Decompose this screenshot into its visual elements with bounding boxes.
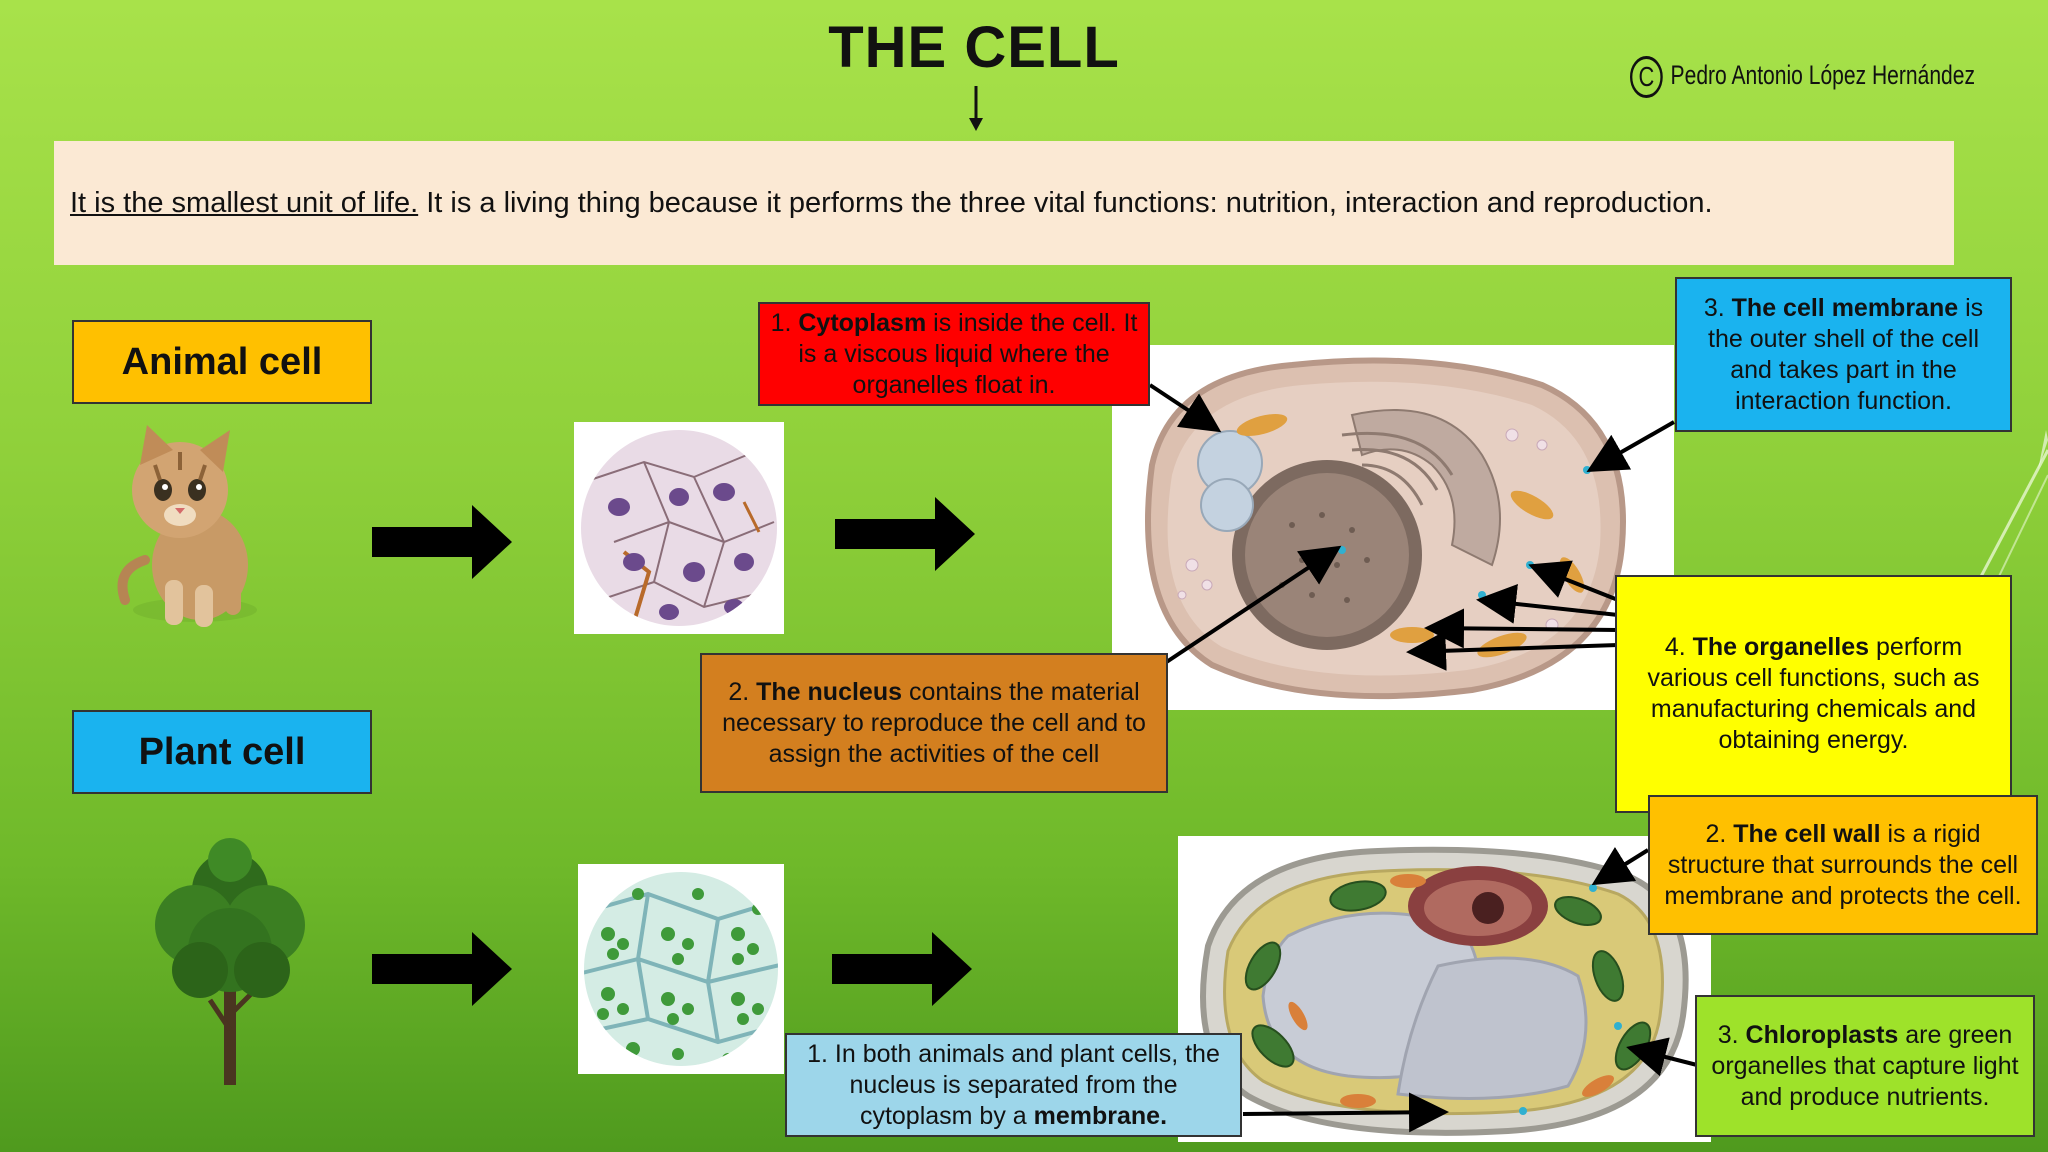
- note-text: is the outer shell of the cell and takes…: [1708, 293, 1984, 415]
- cell-wall-note: 2. The cell wall is a rigid structure th…: [1648, 795, 2038, 935]
- note-term: Chloroplasts: [1745, 1020, 1899, 1049]
- right-arrow-icon: [832, 932, 972, 1006]
- animal-cells-micrograph: [574, 422, 784, 634]
- note-number: 3.: [1717, 1020, 1746, 1049]
- nucleus-note: 2. The nucleus contains the material nec…: [700, 653, 1168, 793]
- plant-cell-diagram: [1178, 836, 1711, 1142]
- right-arrow-icon: [835, 497, 975, 571]
- organelles-note: 4. The organelles perform various cell f…: [1615, 575, 2012, 813]
- note-term: membrane.: [1033, 1101, 1168, 1130]
- right-arrow-icon: [372, 932, 512, 1006]
- note-text: 1. In both animals and plant cells, the …: [807, 1039, 1220, 1130]
- note-text: is inside the cell. It is a viscous liqu…: [798, 308, 1138, 399]
- note-number: 4.: [1664, 633, 1693, 661]
- note-term: Cytoplasm: [798, 308, 927, 337]
- note-number: 2.: [728, 677, 757, 706]
- tree-photo: [155, 838, 305, 1085]
- note-text: contains the material necessary to repro…: [722, 677, 1146, 768]
- right-arrow-icon: [372, 505, 512, 579]
- kitten-photo: [117, 425, 257, 627]
- page-title: THE CELL: [828, 15, 1120, 80]
- copyright-icon: C: [1630, 56, 1663, 98]
- chloroplasts-note: 3. Chloroplasts are green organelles tha…: [1695, 995, 2035, 1137]
- note-term: The organelles: [1692, 633, 1870, 661]
- definition-text: It is a living thing because it performs…: [418, 187, 1713, 219]
- note-number: 1.: [770, 308, 799, 337]
- animal-cell-label: Animal cell: [72, 320, 372, 404]
- note-text: perform various cell functions, such as …: [1647, 633, 1980, 754]
- note-term: The cell membrane: [1731, 293, 1959, 322]
- nuclear-membrane-note: 1. In both animals and plant cells, the …: [785, 1033, 1242, 1137]
- cytoplasm-note: 1. Cytoplasm is inside the cell. It is a…: [758, 302, 1150, 406]
- note-text: is a rigid structure that surrounds the …: [1664, 819, 2022, 910]
- note-number: 3.: [1703, 293, 1732, 322]
- down-arrow-icon: [969, 86, 983, 131]
- author-name: Pedro Antonio López Hernández: [1670, 60, 1975, 91]
- note-text: are green organelles that capture light …: [1711, 1020, 2019, 1111]
- plant-cells-micrograph: [578, 864, 784, 1074]
- note-term: The cell wall: [1733, 819, 1881, 848]
- note-number: 2.: [1705, 819, 1734, 848]
- definition-underlined: It is the smallest unit of life.: [70, 187, 419, 219]
- plant-cell-label: Plant cell: [72, 710, 372, 794]
- cell-membrane-note: 3. The cell membrane is the outer shell …: [1675, 277, 2012, 432]
- definition-banner: It is the smallest unit of life. It is a…: [54, 141, 1954, 265]
- note-term: The nucleus: [756, 677, 903, 706]
